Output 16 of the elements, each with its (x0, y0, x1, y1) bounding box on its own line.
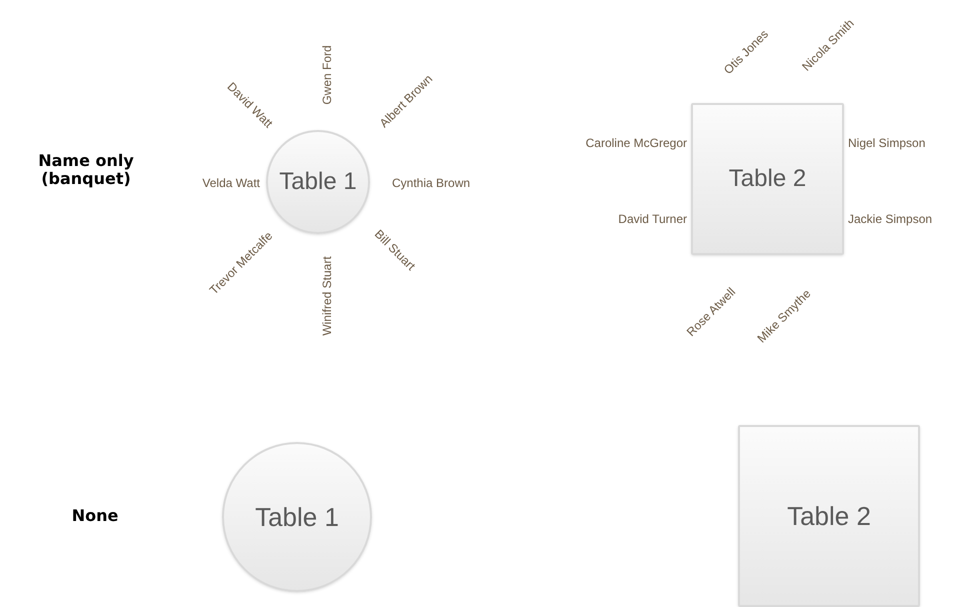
guest-name: Cynthia Brown (392, 177, 470, 189)
guest-name: Gwen Ford (321, 45, 333, 105)
table-label: Table 1 (279, 167, 357, 197)
guest-name: Winifred Stuart (321, 256, 333, 336)
guest-name: Nigel Simpson (848, 137, 926, 149)
guest-name: Caroline McGregor (586, 137, 687, 149)
table-label: Table 1 (255, 500, 339, 534)
row-heading: Name only (banquet) (37, 152, 135, 188)
table-label: Table 2 (787, 500, 871, 532)
square-table (738, 425, 920, 607)
guest-name: David Turner (618, 213, 687, 225)
row-heading: None (70, 507, 120, 525)
square-table (691, 103, 844, 255)
table-label: Table 2 (728, 164, 806, 194)
guest-name: Velda Watt (202, 177, 260, 189)
guest-name: Jackie Simpson (848, 213, 932, 225)
